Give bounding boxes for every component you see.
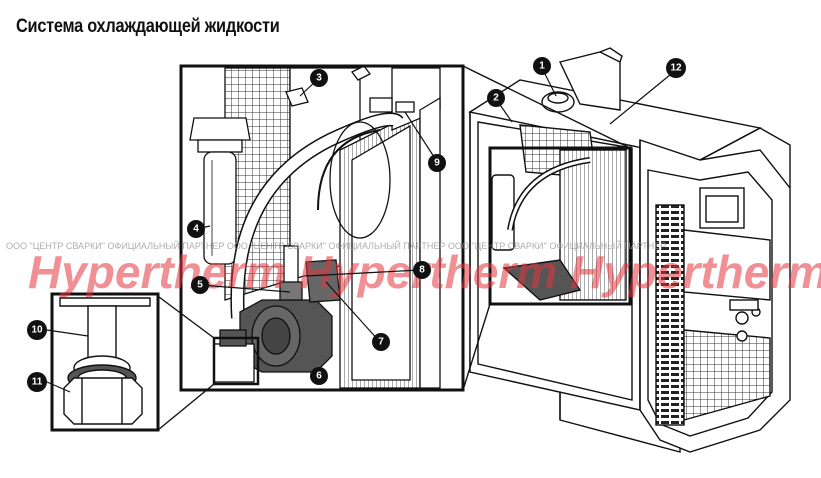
callout-leader-10 [46,329,89,337]
svg-text:4: 4 [193,224,199,235]
callout-12: 12 [666,58,686,78]
callout-6: 6 [310,367,328,385]
svg-text:6: 6 [316,371,322,382]
svg-text:7: 7 [378,337,384,348]
fitting-detail-inset [50,292,160,432]
callout-4: 4 [187,220,205,238]
svg-text:5: 5 [197,280,203,291]
svg-text:8: 8 [419,265,425,276]
zoom-leader-bottom [462,303,491,391]
callout-7: 7 [372,333,390,351]
callout-5: 5 [191,276,209,294]
svg-text:2: 2 [493,93,499,104]
callout-3: 3 [310,69,328,87]
svg-text:10: 10 [31,325,43,336]
callout-leader-11 [46,381,71,393]
callout-leaders [195,67,677,343]
page-title: Система охлаждающей жидкости [16,16,280,37]
fitting-zoom-outline [212,336,260,386]
callout-10: 10 [27,320,47,340]
fitting-leader-bottom [157,383,215,431]
callout-2: 2 [487,89,505,107]
callout-8: 8 [413,261,431,279]
coolant-detail-inset [179,64,465,392]
callout-1: 1 [533,57,551,75]
svg-text:1: 1 [539,61,545,72]
svg-text:12: 12 [670,63,682,74]
callout-9: 9 [428,154,446,172]
fitting-leader-top [154,293,215,339]
zoom-leader-top [462,65,631,149]
svg-text:3: 3 [316,73,322,84]
zoom-region-outline [488,146,632,306]
svg-text:11: 11 [32,377,43,388]
callout-11: 11 [27,372,47,392]
watermark-notice: ООО "ЦЕНТР СВАРКИ" ОФИЦИАЛЬНЫЙ ПАРТНЕР О… [6,240,666,251]
svg-text:9: 9 [434,158,440,169]
